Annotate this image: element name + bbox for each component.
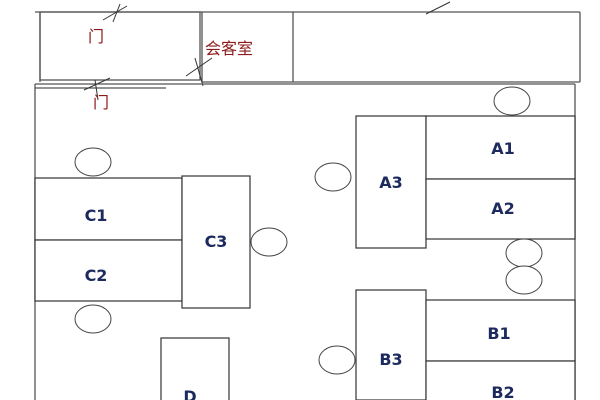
top-rooms: 门 门 会客室 <box>35 1 581 112</box>
desk-b2-label: B2 <box>491 383 514 400</box>
desk-c3-label: C3 <box>205 232 228 251</box>
desk-a2-label: A2 <box>491 199 515 218</box>
hatch-mark <box>83 77 111 91</box>
desk-a2 <box>425 178 576 240</box>
desk-b3-label: B3 <box>379 350 402 369</box>
hatch-mark <box>194 57 204 87</box>
desk-c2-label: C2 <box>85 266 108 285</box>
desk-group-b: B3 B1 B2 <box>355 289 576 400</box>
reception-label: 会客室 <box>205 39 253 58</box>
hatch-mark <box>425 1 451 15</box>
desk-c1-label: C1 <box>85 206 108 225</box>
desk-b3 <box>355 289 427 400</box>
seat-circle <box>250 227 288 257</box>
seats <box>74 86 543 375</box>
seat-circle <box>505 265 543 295</box>
desk-b1-label: B1 <box>487 324 510 343</box>
seat-circle <box>493 86 531 116</box>
seat-circle <box>505 238 543 268</box>
desk-group-a: A3 A1 A2 <box>355 115 576 249</box>
seat-circle <box>318 345 356 375</box>
hatch-mark <box>102 5 128 21</box>
desk-a1 <box>425 115 576 180</box>
seat-circle <box>74 147 112 177</box>
seat-circle <box>74 304 112 334</box>
door-room <box>39 11 201 81</box>
hatch-mark <box>94 79 99 101</box>
desk-group-c: C1 C2 C3 <box>34 175 251 309</box>
desk-c2 <box>34 239 183 302</box>
desk-c3 <box>181 175 251 309</box>
door-label-bottom: 门 <box>93 93 109 112</box>
desk-d-label: D <box>183 387 196 400</box>
desk-d <box>160 337 230 400</box>
desk-c1 <box>34 177 183 241</box>
desk-group-d: D <box>160 337 230 400</box>
desk-a3-label: A3 <box>379 173 403 192</box>
door-label-top: 门 <box>88 27 104 46</box>
hatch-mark <box>185 57 213 77</box>
desk-b2 <box>425 360 576 400</box>
seat-circle <box>314 162 352 192</box>
hatch-mark <box>112 3 121 23</box>
desk-a1-label: A1 <box>491 139 515 158</box>
